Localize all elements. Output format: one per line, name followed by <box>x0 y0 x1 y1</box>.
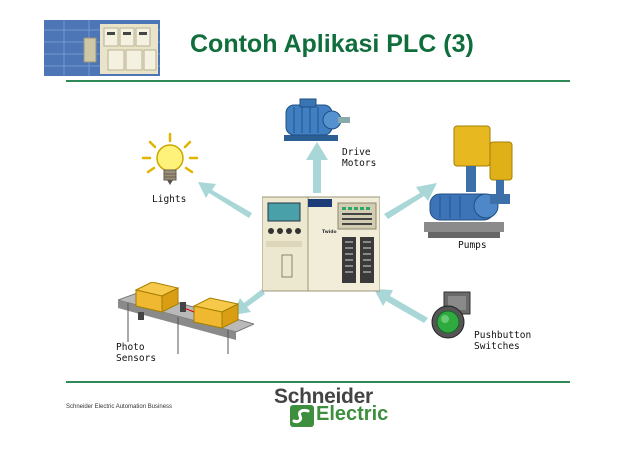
plc-brand-text: Twido <box>322 229 337 235</box>
pump-icon <box>424 124 516 242</box>
arrow-to-motors <box>306 142 328 193</box>
light-bulb-icon <box>140 132 200 192</box>
label-lights: Lights <box>152 194 187 205</box>
schneider-logo-mark <box>290 405 314 427</box>
arrow-to-lights <box>198 182 252 218</box>
plc-controller-icon: Twido <box>261 195 381 293</box>
label-pumps: Pumps <box>458 240 487 251</box>
label-drive-motors: Drive Motors <box>342 147 377 169</box>
label-photo-sensors: Photo Sensors <box>116 342 157 364</box>
bottom-rule <box>66 381 570 383</box>
header-photo <box>44 20 160 76</box>
drive-motor-icon <box>280 97 352 145</box>
footer-text: Schneider Electric Automation Business <box>66 404 173 410</box>
arrow-to-pumps <box>384 183 437 219</box>
arrow-from-sensors <box>233 289 265 315</box>
label-pushbutton-switches: Pushbutton Switches <box>474 330 532 352</box>
logo-electric-text: Electric <box>316 403 389 425</box>
photo-sensor-conveyor-icon <box>116 281 256 354</box>
pushbutton-switch-icon <box>428 290 476 342</box>
top-rule <box>66 80 570 82</box>
slide-title: Contoh Aplikasi PLC (3) <box>190 30 474 58</box>
arrow-from-pushbutton <box>374 289 428 323</box>
logo-schneider-text: Schneider <box>274 385 373 408</box>
